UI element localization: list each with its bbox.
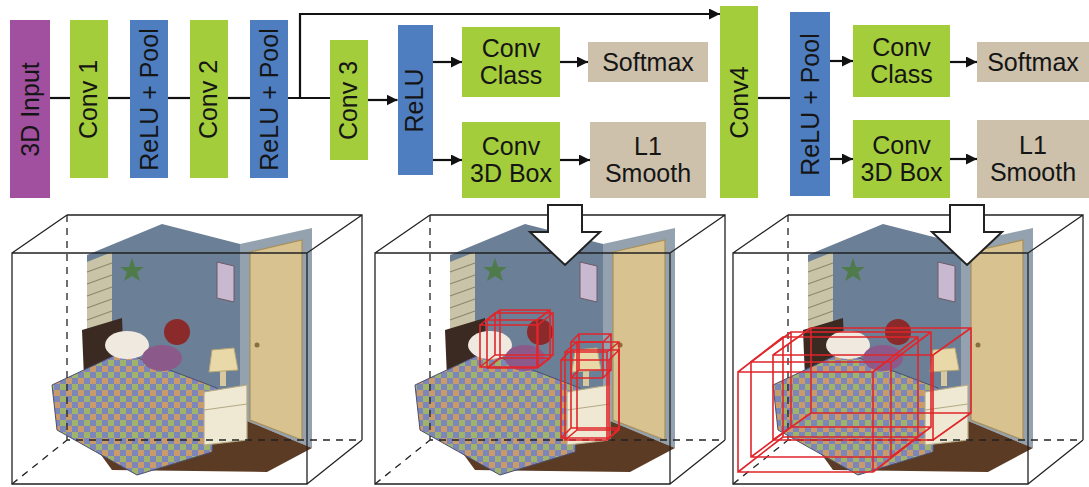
- layer-label: Conv Class: [467, 35, 555, 89]
- conv-layer: Conv4: [720, 6, 758, 198]
- layer-label: L1 Smooth: [604, 133, 692, 187]
- connector: [758, 97, 790, 99]
- connector: [368, 99, 398, 101]
- wireframe-cube: [12, 215, 362, 484]
- connector: [560, 159, 590, 161]
- relu-layer: ReLU: [398, 25, 433, 175]
- connector: [950, 61, 977, 63]
- connector: [50, 97, 70, 99]
- scene-panel: [733, 215, 1083, 484]
- layer-label: ReLU + Pool: [797, 33, 824, 175]
- connector: [950, 158, 977, 160]
- relu-pool-layer: ReLU + Pool: [250, 20, 288, 178]
- layer-label: ReLU + Pool: [136, 28, 163, 170]
- layer-label: Conv 1: [76, 59, 103, 138]
- wireframe-cube: [733, 215, 1083, 484]
- relu-pool-layer: ReLU + Pool: [790, 12, 830, 196]
- connector: [228, 97, 250, 99]
- conv-box-layer: Conv 3D Box: [853, 120, 950, 198]
- connector: [560, 61, 588, 63]
- layer-label: Conv Class: [858, 34, 946, 88]
- scene-panel: [375, 215, 725, 484]
- hollow-arrow: [932, 205, 1002, 265]
- connector: [168, 97, 190, 99]
- conv-layer: Conv 3: [330, 40, 368, 160]
- layer-label: 3D Input: [17, 62, 44, 157]
- layer-label: ReLU + Pool: [256, 28, 283, 170]
- layer-label: Conv4: [726, 66, 753, 138]
- conv-layer: Conv 2: [190, 20, 228, 178]
- detection-box: [773, 328, 971, 440]
- conv-layer: Conv 1: [70, 20, 108, 178]
- detection-box: [487, 310, 550, 368]
- softmax-loss: Softmax: [588, 42, 708, 82]
- input-block: 3D Input: [10, 20, 50, 198]
- layer-label: Conv 3D Box: [467, 133, 555, 187]
- conv-class-layer: Conv Class: [853, 25, 950, 97]
- detection-box: [480, 313, 553, 367]
- relu-pool-layer: ReLU + Pool: [130, 20, 168, 178]
- conv-box-layer: Conv 3D Box: [462, 122, 560, 198]
- hollow-arrow: [530, 205, 600, 265]
- layer-label: L1 Smooth: [989, 132, 1077, 186]
- layer-label: ReLU: [402, 68, 429, 132]
- detection-box: [571, 334, 611, 378]
- connector: [830, 60, 853, 62]
- connector: [830, 158, 853, 160]
- softmax-loss: Softmax: [977, 42, 1089, 82]
- layer-label: Conv 2: [196, 59, 223, 138]
- layer-label: Conv 3: [336, 60, 363, 139]
- wireframe-cube: [375, 215, 725, 484]
- room-scene: [52, 224, 312, 475]
- connector: [108, 97, 130, 99]
- connector: [433, 61, 463, 63]
- layer-label: Softmax: [987, 49, 1079, 76]
- conv-class-layer: Conv Class: [462, 27, 560, 97]
- layer-label: Conv 3D Box: [858, 132, 946, 186]
- smooth-l1-loss: L1 Smooth: [977, 120, 1089, 198]
- room-scene: [415, 224, 675, 475]
- connector: [433, 159, 463, 161]
- smooth-l1-loss: L1 Smooth: [590, 122, 706, 198]
- layer-label: Softmax: [602, 49, 694, 76]
- scene-panel: [12, 215, 362, 484]
